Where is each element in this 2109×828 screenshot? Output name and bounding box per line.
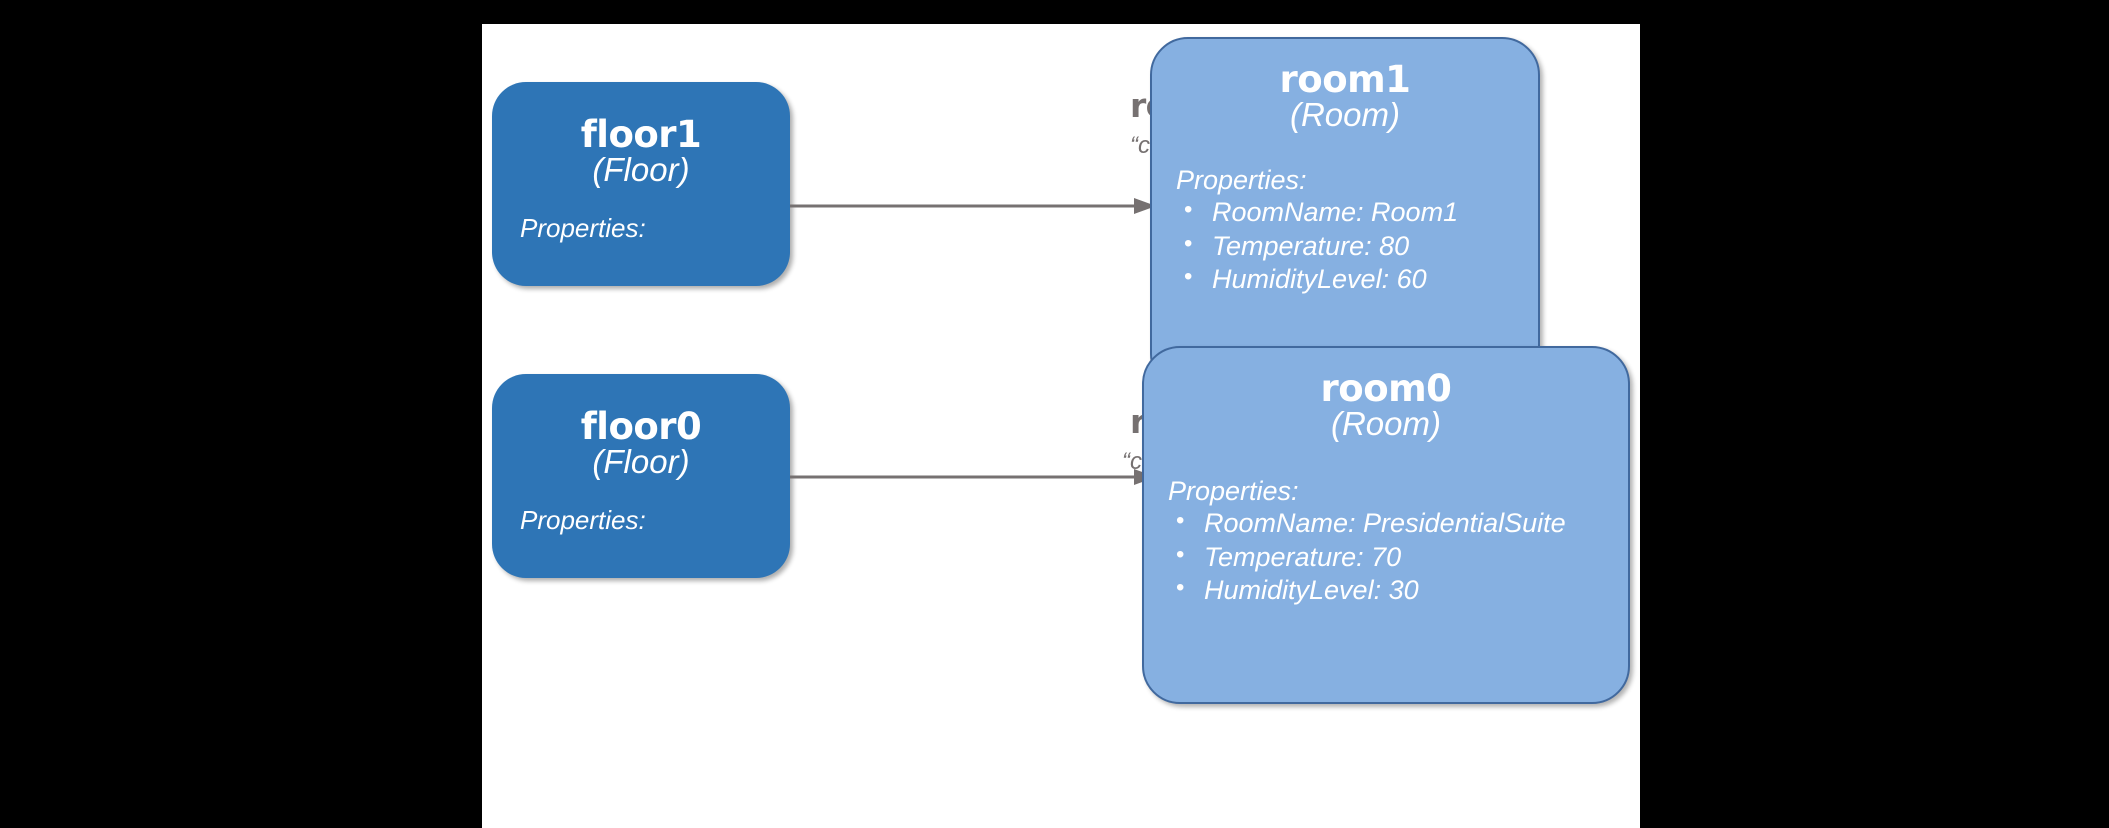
node-floor0-type: (Floor) — [592, 443, 690, 480]
list-item: RoomName: PresidentialSuite — [1168, 506, 1566, 540]
node-floor1[interactable]: floor1 (Floor) Properties: — [492, 82, 790, 286]
edge-relationship0-arrow — [790, 469, 1156, 485]
node-room1-properties: Properties: RoomName: Room1 Temperature:… — [1176, 165, 1458, 296]
list-item: Temperature: 70 — [1168, 540, 1566, 574]
list-item: Temperature: 80 — [1176, 229, 1458, 263]
node-floor1-type: (Floor) — [592, 151, 690, 188]
node-floor0-properties: Properties: — [520, 505, 646, 536]
node-floor0-properties-label: Properties: — [520, 505, 646, 536]
node-room0-properties-list: RoomName: PresidentialSuite Temperature:… — [1168, 506, 1566, 607]
node-floor1-name: floor1 — [580, 113, 702, 156]
node-room1-type: (Room) — [1289, 96, 1400, 133]
node-room0-name: room0 — [1320, 367, 1452, 410]
node-floor0-name: floor0 — [580, 405, 702, 448]
list-item: HumidityLevel: 60 — [1176, 262, 1458, 296]
edge-relationship1-arrow — [790, 198, 1156, 214]
slide-canvas: floor1 (Floor) Properties: relationship1… — [482, 24, 1640, 828]
list-item: HumidityLevel: 30 — [1168, 573, 1566, 607]
node-room1-header: room1 (Room) — [1152, 39, 1538, 133]
node-room0-properties: Properties: RoomName: PresidentialSuite … — [1168, 476, 1566, 607]
node-floor0[interactable]: floor0 (Floor) Properties: — [492, 374, 790, 578]
node-room1-name: room1 — [1279, 58, 1411, 101]
node-floor1-properties-label: Properties: — [520, 213, 646, 244]
node-floor0-header: floor0 (Floor) — [492, 374, 790, 480]
list-item: RoomName: Room1 — [1176, 195, 1458, 229]
node-floor1-properties: Properties: — [520, 213, 646, 244]
node-floor1-header: floor1 (Floor) — [492, 82, 790, 188]
node-room1-properties-list: RoomName: Room1 Temperature: 80 Humidity… — [1176, 195, 1458, 296]
node-room0-header: room0 (Room) — [1144, 348, 1628, 442]
node-room0[interactable]: room0 (Room) Properties: RoomName: Presi… — [1142, 346, 1630, 704]
node-room0-type: (Room) — [1330, 405, 1441, 442]
node-room1-properties-label: Properties: — [1176, 165, 1307, 195]
node-room1[interactable]: room1 (Room) Properties: RoomName: Room1… — [1150, 37, 1540, 392]
node-room0-properties-label: Properties: — [1168, 476, 1299, 506]
